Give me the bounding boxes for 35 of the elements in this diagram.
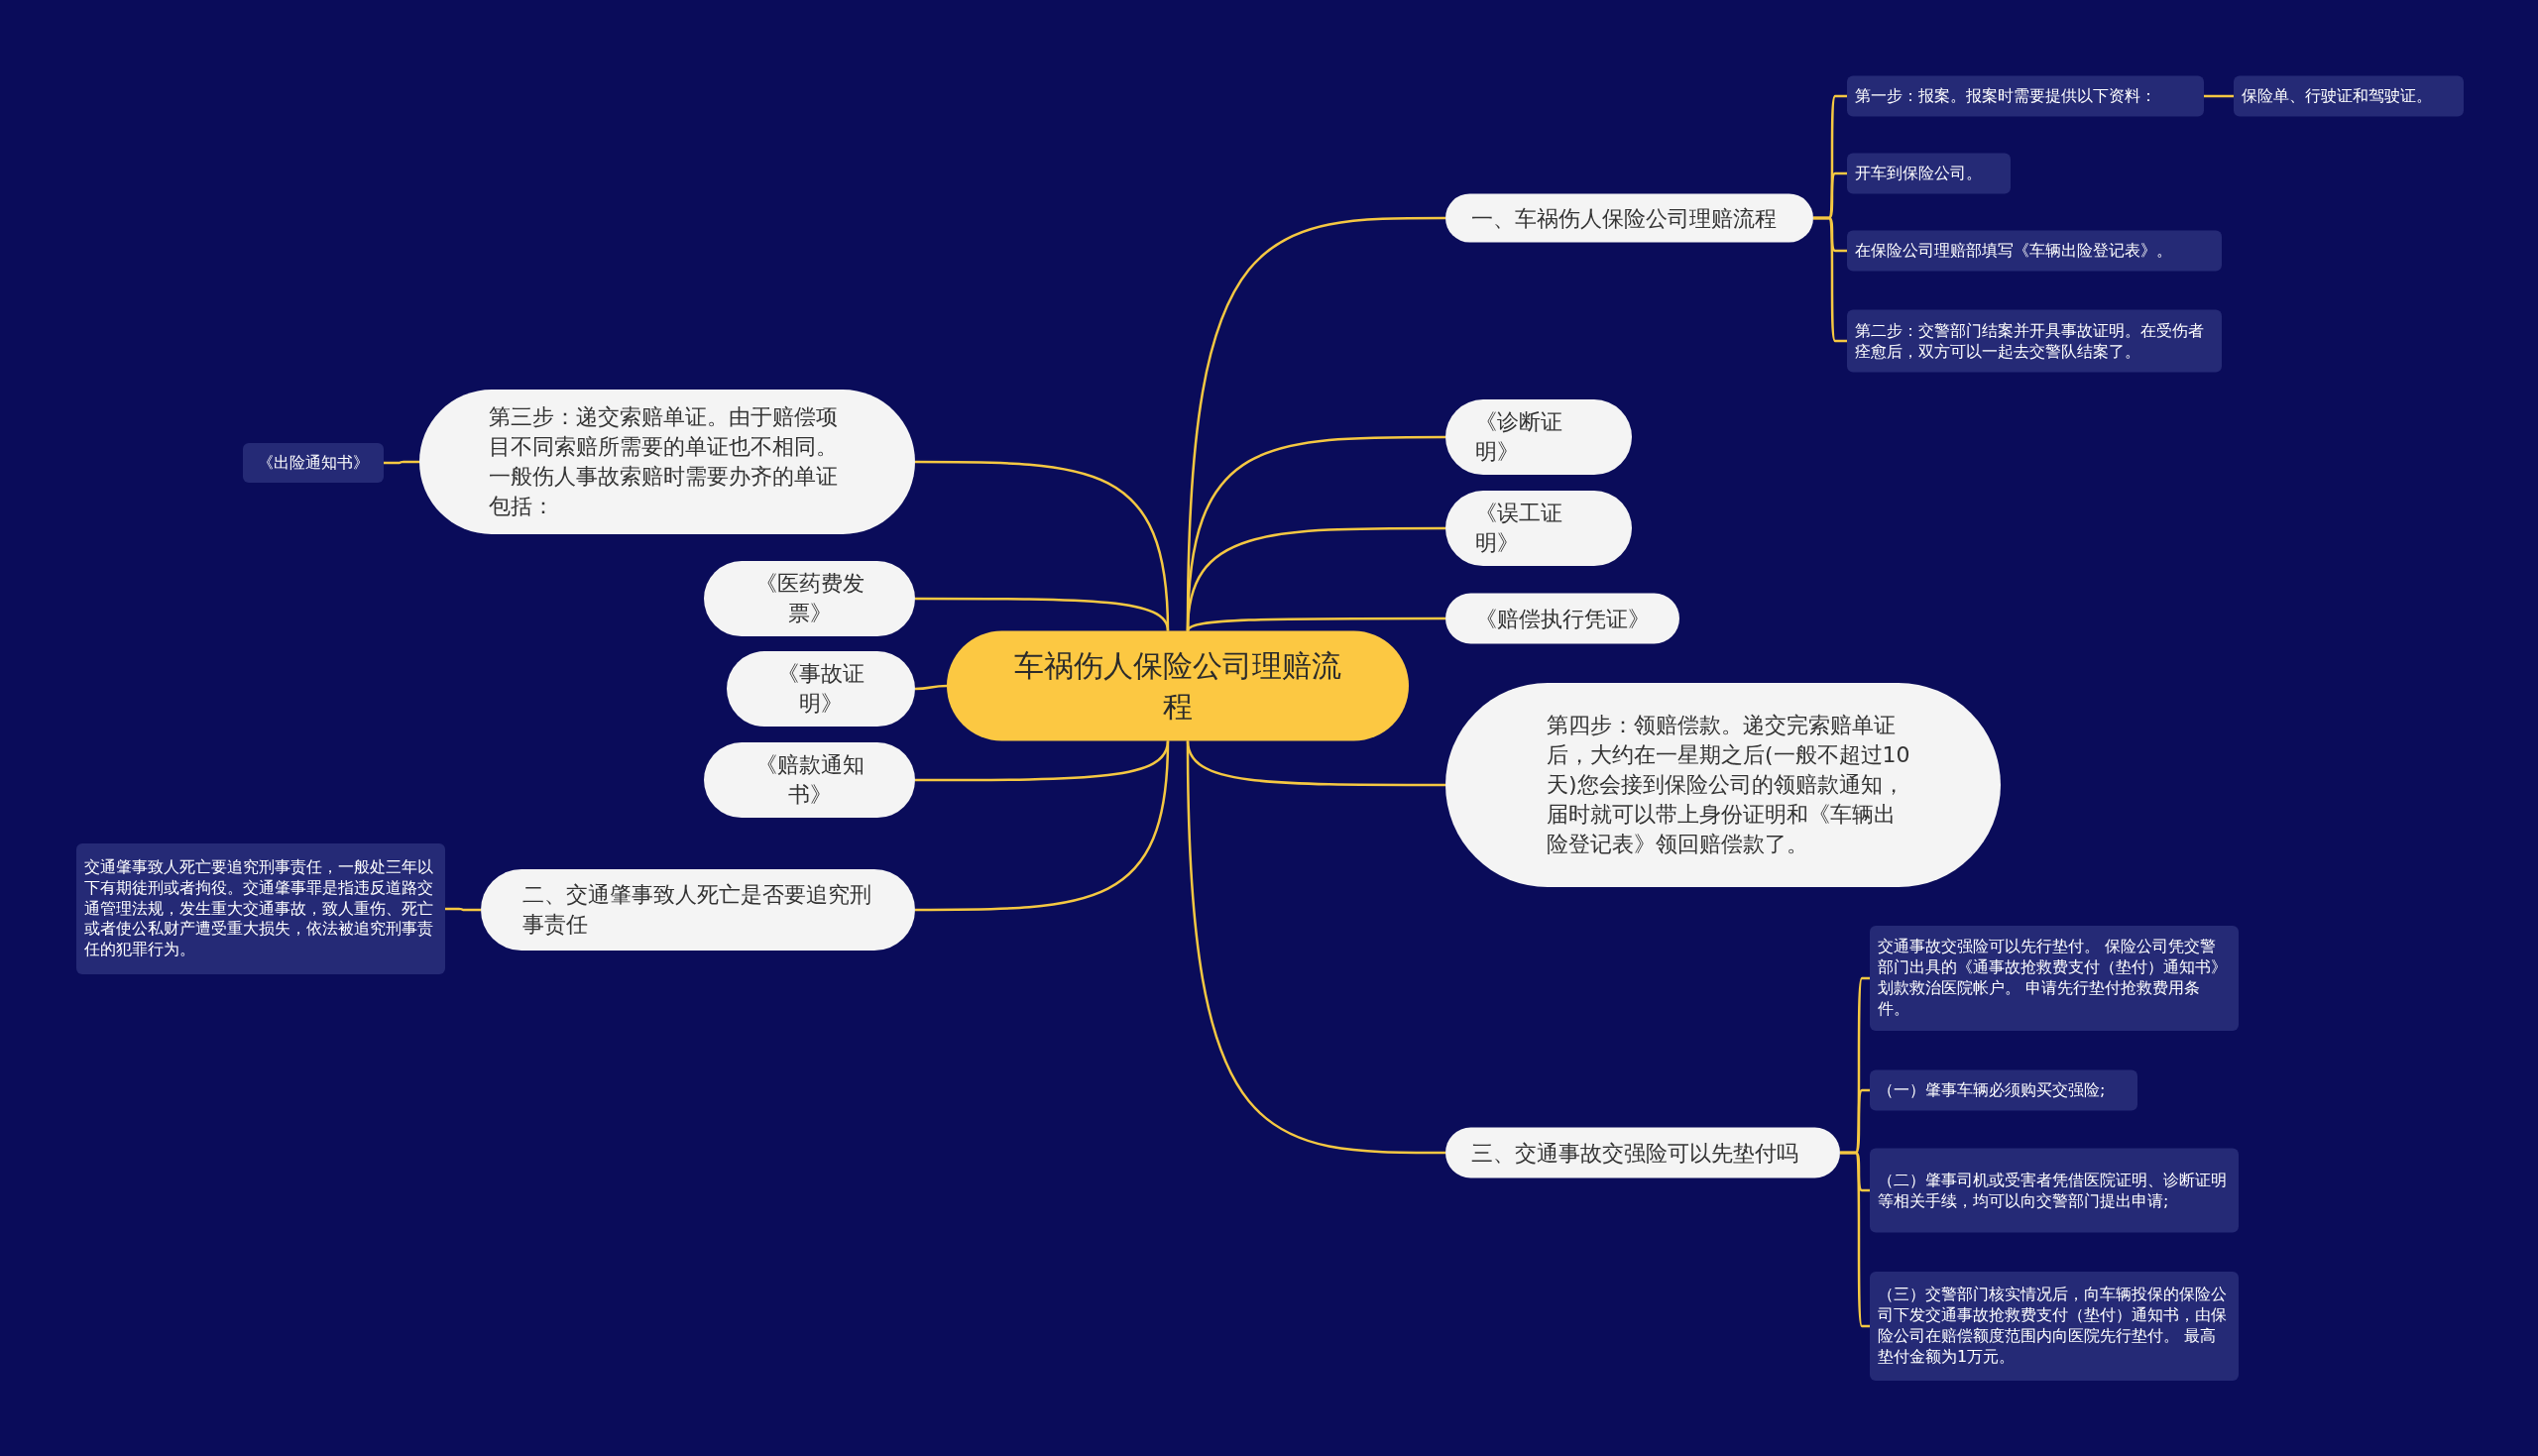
connector-line (1186, 526, 1445, 631)
topic-bubble: 第四步：领赔偿款。递交完索赔单证后，大约在一星期之后(一般不超过10天)您会接到保险公司的领赔款通知，届时就可以带上身份证明和《车辆出险登记表》领回赔偿款了。 (1445, 683, 2001, 887)
note-card: （一）肇事车辆必须购买交强险; (1870, 1069, 2137, 1111)
topic-bubble: 《赔偿执行凭证》 (1445, 593, 1679, 644)
topic-bubble: 第三步：递交索赔单证。由于赔偿项目不同索赔所需要的单证也不相同。一般伤人事故索赔时需要办齐的单证包括： (419, 390, 915, 534)
note-card: 《出险通知书》 (243, 443, 384, 483)
note-card: 交通肇事致人死亡要追究刑事责任，一般处三年以下有期徒刑或者拘役。交通肇事罪是指违反道路交通管理法规，发生重大交通事故，致人重伤、死亡或者使公私财产遭受重大损失，依法被追究刑事责任的犯罪行为。 (76, 843, 445, 974)
topic-bubble: 《医药费发票》 (704, 561, 915, 636)
note-card: 交通事故交强险可以先行垫付。 保险公司凭交警部门出具的《通事故抢救费支付（垫付）通知书》划款救治医院帐户。 申请先行垫付抢救费用条件。 (1870, 926, 2239, 1031)
note-card: 保险单、行驶证和驾驶证。 (2234, 75, 2464, 117)
connector-line (2204, 94, 2234, 98)
connector-line (1186, 740, 1445, 1155)
topic-bubble: 《事故证明》 (727, 651, 915, 727)
connector-line (384, 460, 419, 465)
connector-line (915, 597, 1170, 631)
note-card: 开车到保险公司。 (1847, 153, 2011, 194)
connector-line (1813, 216, 1847, 343)
connector-line (915, 740, 1170, 782)
topic-bubble: 《赔款通知书》 (704, 742, 915, 818)
topic-bubble: 二、交通肇事致人死亡是否要追究刑事责任 (481, 869, 915, 951)
note-card: 第二步：交警部门结案并开具事故证明。在受伤者痊愈后，双方可以一起去交警队结案了。 (1847, 309, 2222, 373)
topic-bubble: 《诊断证明》 (1445, 399, 1632, 475)
note-card: 第一步：报案。报案时需要提供以下资料： (1847, 75, 2204, 117)
connector-line (915, 740, 1170, 912)
note-card: 在保险公司理赔部填写《车辆出险登记表》。 (1847, 230, 2222, 272)
note-card: （三）交警部门核实情况后，向车辆投保的保险公司下发交通事故抢救费支付（垫付）通知书，由保险公司在赔偿额度范围内向医院先行垫付。 最高垫付金额为1万元。 (1870, 1272, 2239, 1381)
connector-line (445, 907, 481, 912)
topic-bubble: 一、车祸伤人保险公司理赔流程 (1445, 193, 1813, 243)
connector-line (1186, 616, 1445, 632)
note-card: （二）肇事司机或受害者凭借医院证明、诊断证明等相关手续，均可以向交警部门提出申请; (1870, 1148, 2239, 1233)
connector-line (1840, 1151, 1870, 1328)
topic-bubble: 《误工证明》 (1445, 491, 1632, 566)
topic-bubble: 三、交通事故交强险可以先垫付吗 (1445, 1127, 1840, 1178)
connector-line (914, 684, 948, 691)
central-topic: 车祸伤人保险公司理赔流程 (947, 630, 1409, 741)
